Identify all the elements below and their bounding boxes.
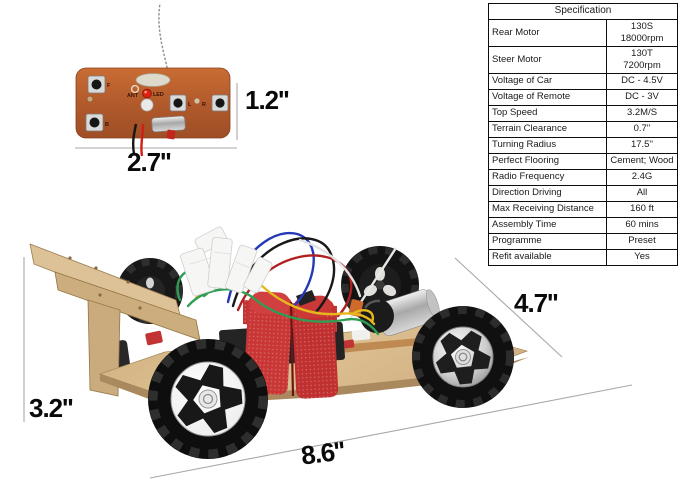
strap-buckle [296,290,316,306]
dimension-lines [23,83,633,479]
spec-value: 2.4G [605,168,679,186]
connector-cluster [180,226,273,297]
dim-remote-width: 2.7'' [127,147,172,177]
spec-label: Max Receiving Distance [488,200,607,218]
spec-value: 130S 18000rpm [605,19,679,47]
spec-value: 3.2M/S [605,104,679,122]
car-width-line [454,257,563,358]
spec-label: Direction Driving [488,184,607,202]
spec-value: DC - 3V [605,88,679,106]
pcb-label-left: L [188,102,192,108]
spec-value: Yes [605,248,679,266]
spec-value: 17.5'' [605,136,679,154]
spec-value: 0.7'' [605,120,679,138]
antenna-wire [158,2,169,73]
pcb-pad [194,98,200,104]
pcb-button-forward [87,75,106,94]
motor [348,289,440,336]
pcb-button-left [169,94,187,112]
spec-value: 60 mins [605,216,679,234]
spec-value: 160 ft [605,200,679,218]
wire-yellow-loop [350,309,375,324]
antenna-pad [130,84,140,94]
spec-label: Voltage of Car [488,72,607,90]
hub-logo [202,393,214,405]
spec-label: Rear Motor [488,19,607,47]
pcb-label-right: R [202,102,206,108]
pcb-cap [140,98,154,112]
dim-car-width: 4.7'' [514,288,559,318]
spec-label: Turning Radius [488,136,607,154]
spec-label: Refit available [488,248,607,266]
pcb-wire-black [131,123,138,155]
motor-clip [348,299,364,317]
spec-label: Assembly Time [488,216,607,234]
dim-remote-height: 1.2'' [245,85,290,115]
led-indicator [142,88,152,99]
spec-label: Voltage of Remote [488,88,607,106]
dim-car-length: 8.6'' [299,435,347,471]
spec-value: DC - 4.5V [605,72,679,90]
spec-header-row: Specification [487,3,679,20]
wire-white [298,238,362,298]
dim-car-height: 3.2'' [29,393,74,423]
spec-value: Cement; Wood [605,152,679,170]
led-highlight [144,90,147,94]
pcb-wire-red [140,123,145,157]
rear-wheel [148,339,268,459]
chassis-connector [351,329,371,341]
hub-logo [458,352,468,362]
spec-value: Preset [605,232,679,250]
car-illustration [29,226,529,459]
spec-table-title: Specification [487,3,679,20]
spec-label: Programme [488,232,607,250]
pcb-button-backward [85,113,104,132]
spec-value: 130T 7200rpm [605,45,679,74]
spec-label: Terrain Clearance [488,120,607,138]
spec-label: Steer Motor [488,45,607,74]
pcb-hole [86,95,94,103]
remote-pcb: F B ANT LED L R [75,2,231,157]
pcb-label-antenna: ANT [127,93,139,99]
car-length-line [149,384,633,479]
front-wheel [412,306,514,408]
pcb-label-forward: F [107,83,111,89]
spec-label: Perfect Flooring [488,152,607,170]
pcb-label-led: LED [153,92,164,98]
pcb-red-component [166,129,176,140]
spec-label: Top Speed [488,104,607,122]
spec-value: All [605,184,679,202]
steering-part [145,330,163,346]
pcb-oscillator [135,73,171,87]
spec-label: Radio Frequency [488,168,607,186]
pcb-button-right [211,94,229,112]
wire-green [186,288,380,336]
pcb-label-backward: B [105,122,109,128]
